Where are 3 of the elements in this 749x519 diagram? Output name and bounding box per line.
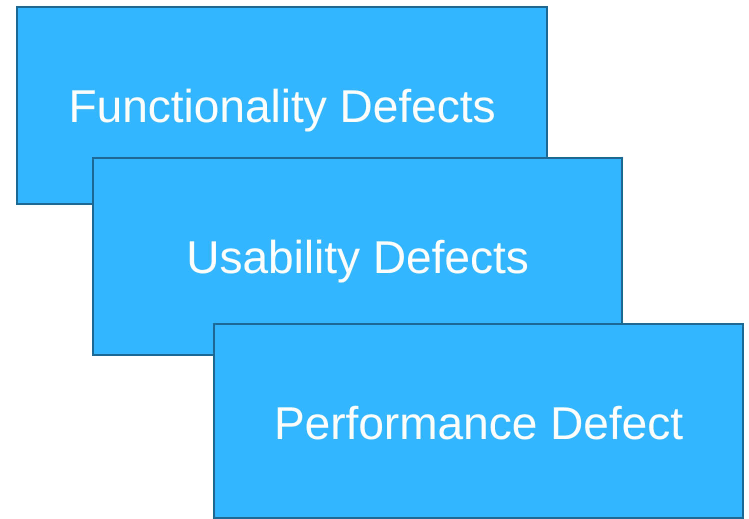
card-label: Functionality Defects <box>68 79 496 134</box>
card-label: Performance Defect <box>274 396 684 451</box>
card-label: Usability Defects <box>186 230 529 285</box>
